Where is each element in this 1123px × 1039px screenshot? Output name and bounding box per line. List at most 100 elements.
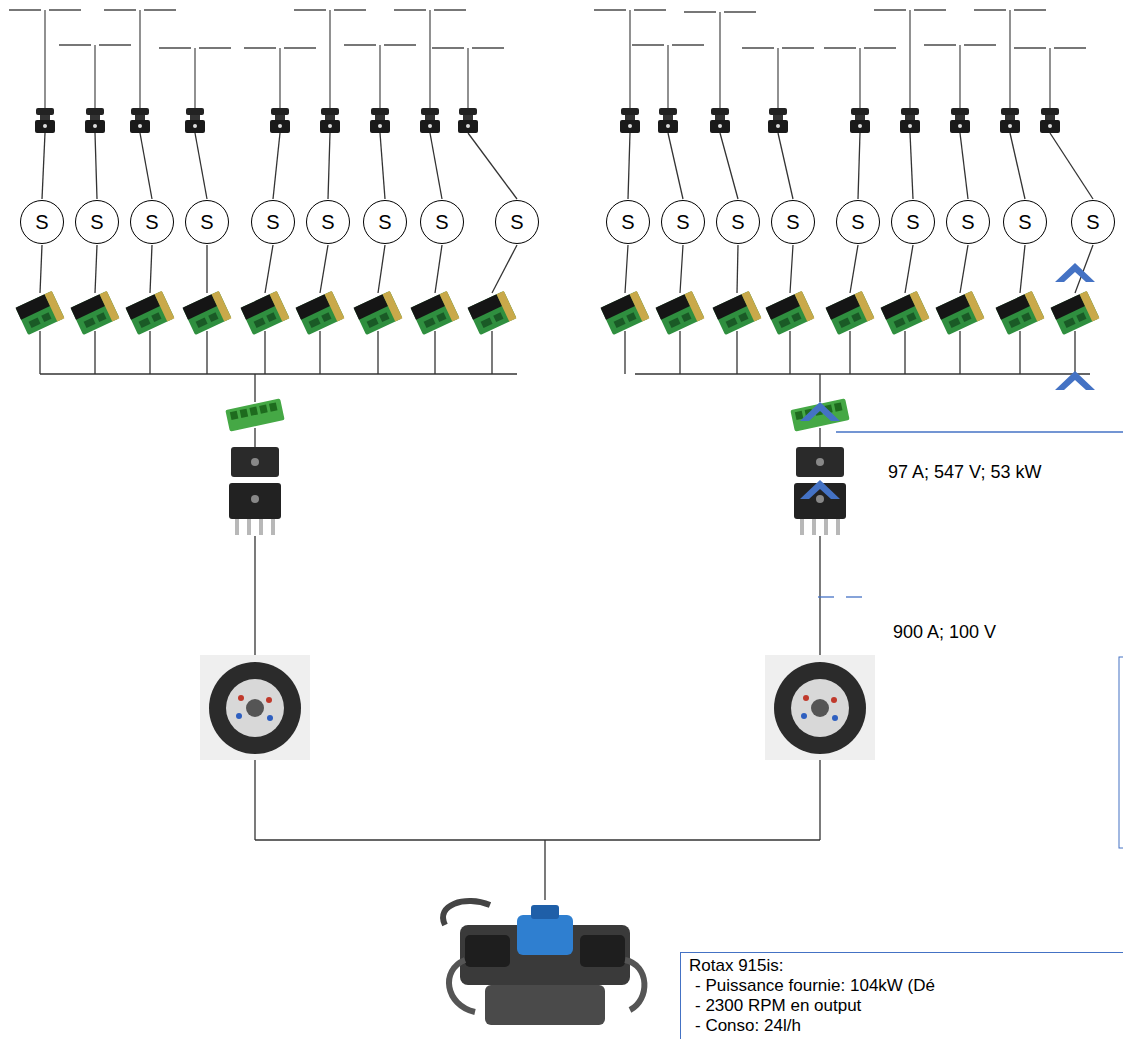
generator-terminal xyxy=(266,697,272,703)
bus-drop xyxy=(736,331,737,374)
node-letter: S xyxy=(906,212,919,232)
motor-wire xyxy=(195,133,207,199)
terminal-slot xyxy=(269,402,278,411)
motor-dot xyxy=(378,124,382,128)
motor-cap xyxy=(371,108,389,115)
motor-wire xyxy=(468,133,517,199)
motor-wire xyxy=(42,133,45,199)
generator-terminal xyxy=(267,715,273,721)
motor-cap xyxy=(271,108,289,115)
propeller-blade xyxy=(144,9,176,11)
esc-component xyxy=(1076,312,1086,322)
motor-cap xyxy=(711,108,729,115)
rectifier-hole xyxy=(251,495,259,503)
motor-icon xyxy=(710,108,730,133)
propeller-blade xyxy=(594,9,626,11)
node-letter: S xyxy=(510,212,523,232)
propeller-blade xyxy=(294,9,326,11)
motor-wire xyxy=(910,133,913,199)
bus-drop xyxy=(264,331,265,374)
esc-component xyxy=(367,317,379,328)
sensor-circle: S xyxy=(130,200,174,244)
propeller-mast xyxy=(279,48,280,108)
motor-neck xyxy=(1045,115,1055,120)
motor-cap xyxy=(36,108,54,115)
generator-terminal xyxy=(236,713,242,719)
esc-component xyxy=(481,317,493,328)
motor-body xyxy=(35,120,55,133)
motor-neck xyxy=(275,115,285,120)
motor-cap xyxy=(321,108,339,115)
esc-pcb xyxy=(656,291,705,335)
esc-wire xyxy=(492,245,517,293)
note-line: - Conso: 24l/h xyxy=(689,1016,1123,1036)
motor-neck xyxy=(955,115,965,120)
rectifier-leg xyxy=(235,519,239,535)
rectifier-module xyxy=(796,447,844,477)
esc-pcb xyxy=(241,291,290,335)
callout-line xyxy=(818,596,834,597)
motor-dot xyxy=(138,124,142,128)
node-letter: S xyxy=(200,212,213,232)
motor-dot xyxy=(328,124,332,128)
motor-body xyxy=(458,120,478,133)
propeller-blade xyxy=(724,11,756,13)
motor-icon xyxy=(620,108,640,133)
generator-casing xyxy=(774,662,866,754)
flow-chevron xyxy=(800,480,840,499)
terminal-slot xyxy=(259,404,268,413)
esc-board xyxy=(241,291,290,335)
esc-wire xyxy=(680,245,683,293)
engine-base xyxy=(485,985,605,1025)
motor-body xyxy=(270,120,290,133)
esc-component xyxy=(321,312,331,322)
esc-board xyxy=(16,291,65,335)
propeller-blade xyxy=(432,47,464,49)
propeller-blade xyxy=(782,47,814,49)
bus-drop xyxy=(679,331,680,374)
esc-component xyxy=(779,317,791,328)
sensor-circle: S xyxy=(661,200,705,244)
motor-cap xyxy=(851,108,869,115)
sensor-circle: S xyxy=(1003,200,1047,244)
generator-hub xyxy=(246,699,264,717)
motor-dot xyxy=(428,124,432,128)
node-letter: S xyxy=(621,212,634,232)
esc-component xyxy=(614,317,626,328)
bus-feed xyxy=(254,374,255,402)
motor-body xyxy=(850,120,870,133)
motor-cap xyxy=(421,108,439,115)
node-letter: S xyxy=(435,212,448,232)
generator-feed xyxy=(254,536,255,655)
callout-line xyxy=(846,596,862,597)
esc-pcb xyxy=(826,291,875,335)
bus-drop xyxy=(904,331,905,374)
rectifier-hole xyxy=(251,458,259,466)
motor-wire xyxy=(380,133,385,199)
esc-component xyxy=(379,312,389,322)
esc-board xyxy=(601,291,650,335)
esc-component xyxy=(961,312,971,322)
esc-board xyxy=(936,291,985,335)
bus-drop xyxy=(624,331,625,374)
engine-pipe xyxy=(443,901,490,925)
esc-wire xyxy=(40,245,42,293)
node-letter: S xyxy=(35,212,48,232)
propeller-blade xyxy=(924,44,956,46)
esc-board xyxy=(468,291,517,335)
shaft-line xyxy=(254,760,255,840)
esc-component xyxy=(196,317,208,328)
motor-icon xyxy=(850,108,870,133)
motor-dot xyxy=(278,124,282,128)
motor-icon xyxy=(320,108,340,133)
esc-board xyxy=(713,291,762,335)
esc-pcb xyxy=(996,291,1045,335)
esc-component xyxy=(839,317,851,328)
motor-icon xyxy=(900,108,920,133)
esc-board xyxy=(996,291,1045,335)
dc-bus xyxy=(635,373,1090,374)
esc-wire xyxy=(320,245,328,293)
terminal-slot xyxy=(230,411,239,420)
propeller-mast xyxy=(959,45,960,108)
